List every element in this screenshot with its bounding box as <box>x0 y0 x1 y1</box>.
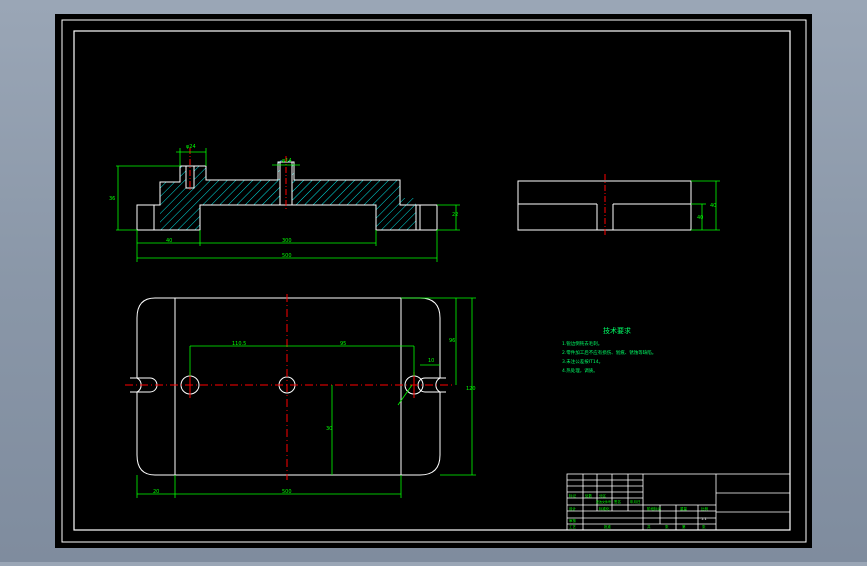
dim-label: 500 <box>282 253 292 259</box>
note-line: 1.锐边倒钝去毛刺。 <box>562 340 602 347</box>
technical-notes: 技术要求 1.锐边倒钝去毛刺。 2.零件加工后不应有损伤、划痕、锈蚀等缺陷。 3… <box>562 326 656 374</box>
tb-cell: 阶段标记 <box>647 506 661 511</box>
dim-label: 40 <box>710 203 716 209</box>
tb-cell: 标记 <box>569 493 577 498</box>
dim-label: 10 <box>428 358 434 364</box>
dim-label: 300 <box>282 238 292 244</box>
dim-label: 22 <box>452 212 458 218</box>
dim-label: 40 <box>697 215 703 221</box>
dim-label: 30 <box>326 426 332 432</box>
tb-scale: 1:1 <box>701 517 707 521</box>
title-block-text: 标记 处数 分区 更改文件号 签名 年月日 设计 标准化 阶段标记 重量 比例 … <box>569 493 709 529</box>
tb-cell: 比例 <box>701 506 709 511</box>
dim-label: φ24 <box>186 144 196 150</box>
tb-cell: 分区 <box>599 493 607 498</box>
dim-label: 95 <box>340 341 346 347</box>
note-line: 3.未注公差按IT14。 <box>562 358 603 365</box>
tb-cell: 批准 <box>604 524 612 529</box>
dim-label: 110.5 <box>232 341 246 347</box>
tb-cell: 签名 <box>614 499 621 504</box>
dim-label: φ14 <box>282 158 292 164</box>
section-outline <box>136 161 438 231</box>
tb-cell: 年月日 <box>630 499 641 504</box>
tb-cell: 共 <box>647 524 651 529</box>
tb-cell: 工艺 <box>569 524 577 529</box>
tb-cell: 重量 <box>680 506 688 511</box>
tb-cell: 张 <box>665 524 669 529</box>
drawing-sheet <box>55 14 812 548</box>
note-line: 4.热处理，调质。 <box>562 367 598 374</box>
dim-label: 20 <box>153 489 159 495</box>
dim-label: 500 <box>282 489 292 495</box>
dim-label: 40 <box>166 238 172 244</box>
dim-label: 96 <box>449 338 455 344</box>
title-block <box>566 473 791 531</box>
boss-slot <box>185 165 195 189</box>
outer-border <box>61 19 807 543</box>
note-line: 2.零件加工后不应有损伤、划痕、锈蚀等缺陷。 <box>562 349 656 356</box>
tb-cell: 处数 <box>585 493 593 498</box>
tb-cell: 设计 <box>569 506 577 511</box>
plan-view: 110.5 95 10 96 120 30 20 500 <box>125 294 476 498</box>
front-section-view: φ24 φ14 36 22 40 300 500 <box>109 144 460 262</box>
side-view: 40 40 <box>517 174 720 235</box>
dim-label: 120 <box>466 386 476 392</box>
notes-title: 技术要求 <box>603 326 631 335</box>
inner-border <box>73 30 791 531</box>
tb-cell: 标准化 <box>599 506 610 511</box>
tb-cell: 张 <box>702 524 706 529</box>
tb-cell: 第 <box>682 524 686 529</box>
dim-label: 36 <box>109 196 115 202</box>
tb-cell: 审核 <box>569 518 577 523</box>
tb-cell: 更改文件号 <box>596 499 611 504</box>
